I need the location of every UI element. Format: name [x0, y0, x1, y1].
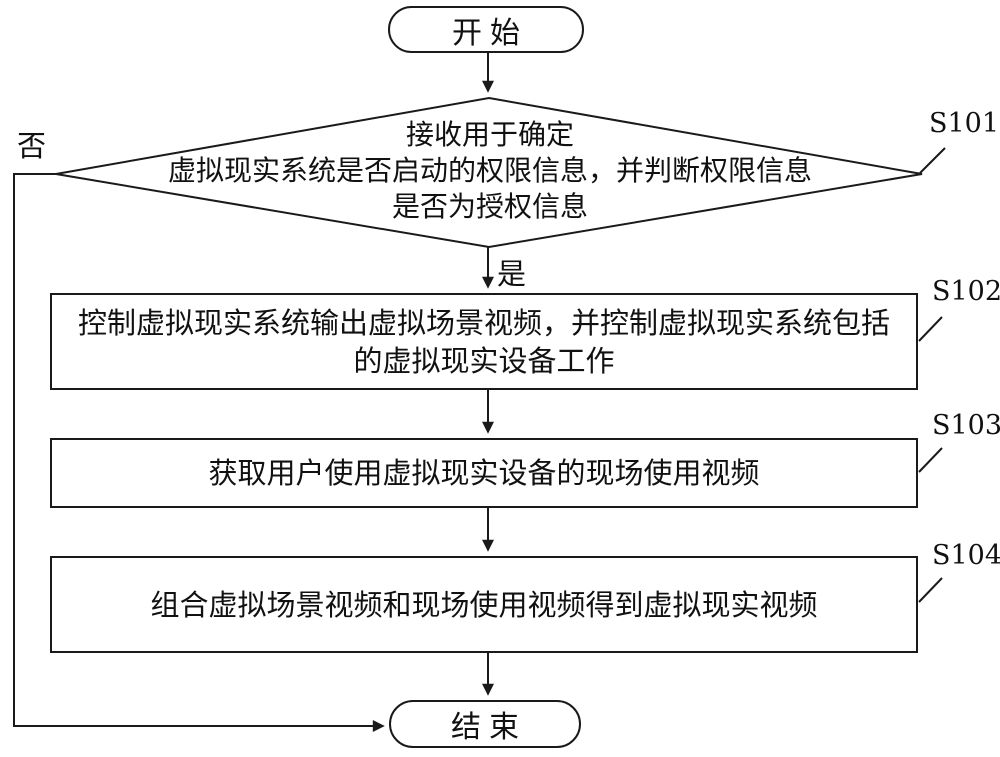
leader-s103 [918, 447, 943, 473]
s102-line-1: 控制虚拟现实系统输出虚拟场景视频，并控制虚拟现实系统包括 [77, 305, 890, 340]
s103-line-1: 获取用户使用虚拟现实设备的现场使用视频 [208, 456, 760, 490]
step-label-s102: S102 [932, 276, 1000, 307]
end-node: 结束 [389, 700, 581, 748]
decision-diamond-shape [55, 96, 923, 249]
s102-line-2: 的虚拟现实设备工作 [353, 343, 615, 378]
leader-s104 [918, 577, 943, 603]
step-label-s101: S101 [929, 108, 1000, 139]
yes-branch-label: 是 [497, 257, 527, 291]
process-node-s102: 控制虚拟现实系统输出虚拟场景视频，并控制虚拟现实系统包括 的虚拟现实设备工作 [50, 293, 918, 390]
s104-line-1: 组合虚拟场景视频和现场使用视频得到虚拟现实视频 [150, 587, 818, 622]
step-label-s104: S104 [932, 540, 1000, 571]
leader-s102 [918, 316, 943, 342]
start-node: 开始 [388, 6, 584, 53]
step-label-s103: S103 [932, 410, 1000, 441]
process-node-s103: 获取用户使用虚拟现实设备的现场使用视频 [50, 438, 918, 508]
no-branch-line [13, 173, 385, 732]
leader-s101 [919, 147, 946, 174]
start-label: 开始 [452, 15, 528, 51]
no-branch-label: 否 [17, 129, 47, 163]
process-node-s104: 组合虚拟场景视频和现场使用视频得到虚拟现实视频 [50, 556, 918, 653]
end-label: 结束 [451, 710, 527, 745]
